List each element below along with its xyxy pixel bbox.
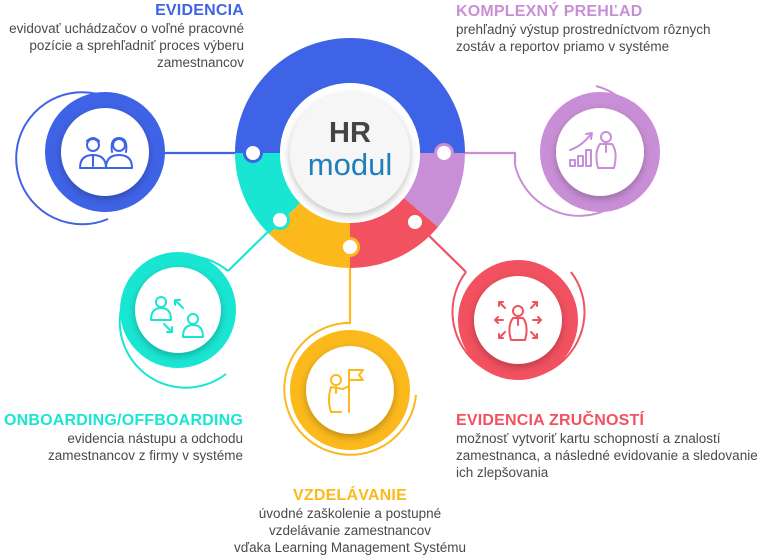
evidencia-desc-line-1: evidovať uchádzačov o voľné pracovné bbox=[9, 21, 244, 36]
label-evidencia-zrucnosti: EVIDENCIA ZRUČNOSTÍ možnosť vytvoriť kar… bbox=[456, 412, 768, 481]
people-exchange-icon bbox=[150, 296, 204, 338]
growth-chart-person-icon bbox=[569, 131, 617, 169]
connector-komplexny bbox=[444, 151, 517, 165]
satellite-komplexny-prehlad[interactable] bbox=[514, 85, 660, 217]
komplexny-desc-line-2: zostáv a reportov priamo v systéme bbox=[456, 39, 670, 54]
hub-inner-disc bbox=[290, 93, 410, 213]
satellite-evidencia-zrucnosti[interactable] bbox=[451, 260, 586, 380]
evidencia-title: EVIDENCIA bbox=[155, 2, 244, 19]
onboarding-desc-line-2: zamestnancov z firmy v systéme bbox=[47, 448, 243, 463]
label-onboarding: ONBOARDING/OFFBOARDING evidencia nástupu… bbox=[0, 412, 243, 464]
label-komplexny-prehlad: KOMPLEXNÝ PREHĽAD prehľadný výstup prost… bbox=[456, 3, 756, 55]
zrucnosti-title: EVIDENCIA ZRUČNOSTÍ bbox=[456, 412, 645, 429]
satellite-evidencia[interactable] bbox=[15, 91, 165, 226]
hub-title-modul: modul bbox=[307, 147, 393, 182]
person-skills-arrows-icon bbox=[494, 301, 542, 341]
label-vzdelavanie: VZDELÁVANIE úvodné zaškolenie a postupné… bbox=[200, 487, 500, 556]
two-people-icon bbox=[79, 137, 133, 169]
vzdelavanie-title: VZDELÁVANIE bbox=[293, 487, 407, 504]
vzdelavanie-desc-line-2: vzdelávanie zamestnancov bbox=[268, 523, 432, 538]
hub-title-hr: HR bbox=[329, 117, 371, 149]
vzdelavanie-desc-line-1: úvodné zaškolenie a postupné bbox=[258, 506, 442, 521]
zrucnosti-desc-line-1: možnosť vytvoriť kartu schopností a znal… bbox=[456, 431, 721, 446]
connector-vzdelavanie bbox=[345, 247, 352, 325]
vzdelavanie-desc-line-3: vďaka Learning Management Systému bbox=[234, 540, 466, 555]
person-flag-icon bbox=[328, 369, 364, 413]
satellite-vzdelavanie[interactable] bbox=[283, 322, 417, 456]
satellite-onboarding[interactable] bbox=[118, 252, 236, 389]
zrucnosti-desc-line-3: ich zlepšovania bbox=[456, 465, 549, 480]
evidencia-desc-line-3: zamestnancov bbox=[156, 55, 244, 70]
junction-dots bbox=[243, 143, 454, 257]
label-evidencia: EVIDENCIA evidovať uchádzačov o voľné pr… bbox=[0, 2, 244, 71]
ring-segment-blue bbox=[235, 38, 465, 154]
hub-title: HR modul bbox=[280, 118, 420, 182]
evidencia-desc-line-2: pozície a sprehľadniť proces výberu bbox=[29, 38, 244, 53]
onboarding-desc-line-1: evidencia nástupu a odchodu bbox=[67, 431, 243, 446]
komplexny-desc-line-1: prehľadný výstup prostredníctvom rôznych bbox=[456, 22, 711, 37]
komplexny-title: KOMPLEXNÝ PREHĽAD bbox=[456, 3, 643, 20]
onboarding-title: ONBOARDING/OFFBOARDING bbox=[3, 412, 243, 429]
zrucnosti-desc-line-2: zamestnanca, a následné evidovanie a sle… bbox=[456, 448, 758, 463]
ring-segment-purple bbox=[404, 153, 465, 227]
